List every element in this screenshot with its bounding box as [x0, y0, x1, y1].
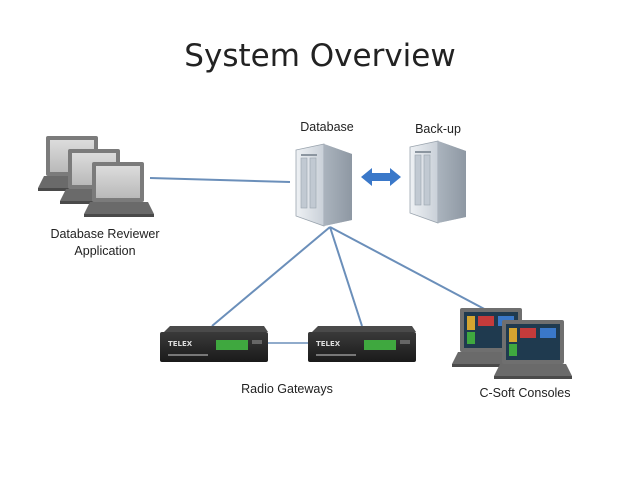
gateway-brand-label: TELEX — [168, 340, 193, 348]
reviewer-label-line1: Database Reviewer — [50, 227, 160, 241]
double-arrow-icon — [361, 168, 401, 186]
server-icon — [409, 140, 466, 224]
reviewer-label-line2: Application — [74, 244, 136, 258]
gateway-brand-label: TELEX — [316, 340, 341, 348]
connector-database-consoles — [329, 226, 491, 313]
radio-gateway-icon: TELEX — [308, 326, 416, 362]
connector-database-gateway-left — [211, 226, 331, 327]
radio-gateways-label: Radio Gateways — [241, 382, 333, 396]
radio-gateway-icon: TELEX — [160, 326, 268, 362]
connector-database-gateway-right — [329, 226, 363, 327]
slide-title: System Overview — [184, 38, 456, 74]
server-icon — [295, 143, 352, 227]
database-label: Database — [300, 120, 354, 134]
consoles-label: C-Soft Consoles — [479, 386, 571, 400]
connector-reviewer-database — [149, 177, 291, 183]
backup-label: Back-up — [415, 122, 461, 136]
laptop-icon — [494, 320, 572, 379]
connectors — [149, 177, 491, 344]
laptop-icon — [84, 162, 154, 217]
